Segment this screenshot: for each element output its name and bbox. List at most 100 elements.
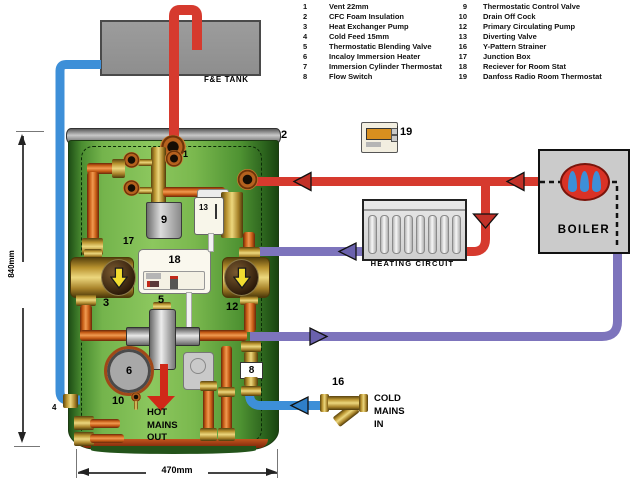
- manifold-body: [151, 147, 166, 204]
- callout-19: 19: [400, 126, 413, 138]
- hot-line: HOT: [147, 407, 168, 418]
- flame-icon: [592, 171, 601, 192]
- radio-room-thermostat: [361, 122, 398, 153]
- radiator-slat: [404, 215, 413, 254]
- pipe-elbow: [74, 416, 94, 430]
- drain-off-cock: [131, 392, 141, 402]
- callout-9: 9: [160, 214, 168, 226]
- pipe-elbow: [74, 432, 94, 446]
- drain-cock-stem: [134, 401, 138, 410]
- burner-flame-badge: [560, 163, 610, 201]
- callout-10: 10: [112, 395, 125, 407]
- width-dimension-label: 470mm: [146, 466, 208, 475]
- manifold-stub: [138, 187, 152, 194]
- cold-line: COLD: [374, 393, 401, 404]
- callout-4: 4: [52, 403, 57, 412]
- hot-out-arrow-head: [147, 396, 175, 411]
- callout-17: 17: [123, 236, 135, 247]
- pipe-coupling: [84, 249, 102, 258]
- extension-tick: [277, 449, 279, 478]
- copper-pipe: [197, 330, 247, 341]
- diverting-valve: 13: [194, 197, 224, 235]
- strainer-nut: [320, 394, 329, 412]
- radiator: [362, 199, 467, 261]
- cold-line: IN: [374, 419, 384, 430]
- receiver-button: [170, 276, 178, 289]
- blending-valve: [149, 309, 176, 370]
- copper-pipe: [80, 330, 130, 341]
- flame-icon: [580, 171, 589, 192]
- arrow-right: [266, 468, 277, 476]
- hot-line: OUT: [147, 432, 168, 443]
- copper-pipe: [163, 187, 225, 197]
- extension-tick: [76, 449, 78, 478]
- radiator-top-band: [364, 209, 465, 211]
- cold-feed-port: [63, 394, 78, 408]
- vent-pipe: [169, 5, 202, 150]
- radiator-slat: [368, 215, 377, 254]
- height-dimension-line: [22, 308, 24, 438]
- valve-union: [173, 327, 200, 346]
- height-dimension-label: 840mm: [7, 250, 16, 278]
- valve-mark: [215, 204, 217, 219]
- copper-pipe: [87, 172, 99, 240]
- callout-12: 12: [226, 301, 239, 313]
- cylinder-base-lip: [91, 446, 256, 454]
- receiver-display: [146, 273, 161, 279]
- manifold-port: [123, 152, 140, 168]
- height-dimension-line: [22, 136, 24, 262]
- primary-return-pipe: [250, 249, 622, 341]
- diverting-valve-brass: [221, 192, 243, 238]
- hot-mains-out-label: HOT MAINS OUT: [147, 407, 178, 445]
- boiler: BOILER: [538, 149, 630, 254]
- flame-icon: [568, 171, 577, 192]
- callout-1: 1: [183, 149, 189, 159]
- receiver-led: [147, 281, 159, 287]
- copper-pipe: [244, 303, 256, 332]
- callout-leader: [397, 126, 399, 140]
- pipe-elbow: [218, 428, 235, 441]
- extension-tick: [14, 446, 40, 448]
- radiator-feed-pipe: [461, 182, 490, 256]
- strainer-nut: [359, 394, 368, 412]
- radiator-slat: [452, 215, 461, 254]
- pipe-coupling: [76, 294, 96, 306]
- fe-tank-label: F&E TANK: [204, 75, 249, 84]
- cold-line: MAINS: [374, 406, 405, 417]
- manifold-port: [165, 150, 183, 167]
- pump-direction-arrow: [109, 266, 128, 289]
- arrow-up: [18, 134, 26, 145]
- copper-pipe: [243, 232, 255, 250]
- heating-circuit-label: HEATING CIRCUIT: [370, 259, 455, 268]
- y-pattern-strainer: [328, 396, 360, 410]
- thermostatic-control-valve: 9: [146, 202, 182, 239]
- callout-18: 18: [168, 254, 181, 266]
- radiator-slat: [428, 215, 437, 254]
- pump-face: [224, 259, 259, 296]
- cover-boss: [190, 358, 206, 374]
- boiler-internal-flow: [540, 180, 619, 249]
- flow-entry-port: [237, 169, 258, 190]
- flow-switch-body: [244, 377, 258, 386]
- cold-mains-in-label: COLD MAINS IN: [374, 392, 405, 431]
- callout-16: 16: [332, 376, 345, 388]
- radiator-slat: [416, 215, 425, 254]
- copper-pipe: [90, 419, 120, 428]
- pump-face: [101, 259, 136, 296]
- radiator-slat: [380, 215, 389, 254]
